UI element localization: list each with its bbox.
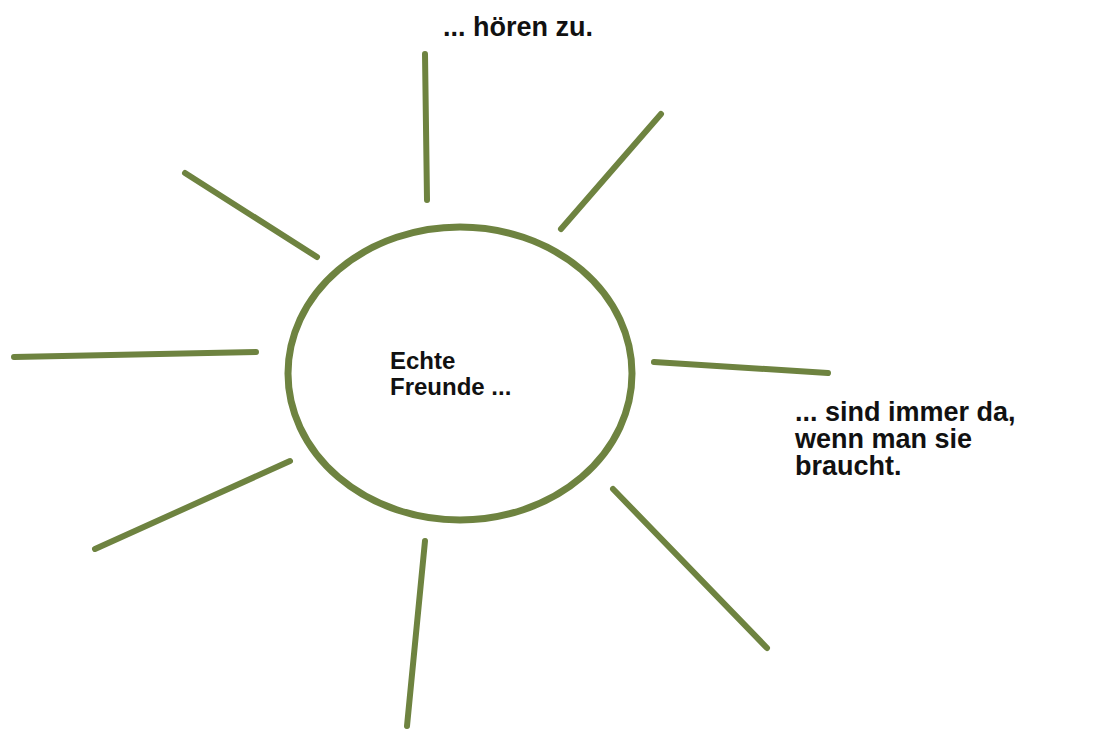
circle-outline: [288, 227, 632, 520]
sun-ray: [561, 114, 661, 229]
callout-text: ... hören zu.: [443, 14, 703, 41]
sun-ray: [654, 362, 828, 373]
circle-text: Echte Freunde ...: [390, 348, 530, 398]
sun-ray: [613, 489, 767, 648]
sun-ray: [14, 352, 256, 357]
sun-ray: [407, 541, 425, 726]
sun-circle: Echte Freunde ...: [283, 222, 637, 525]
callout-text: ... sind immer da, wenn man sie braucht.: [795, 399, 1050, 480]
sun-ray: [95, 461, 290, 549]
sun-ray: [185, 173, 317, 257]
sun-ray: [425, 54, 427, 200]
circle-content: Echte Freunde ...: [283, 222, 637, 525]
